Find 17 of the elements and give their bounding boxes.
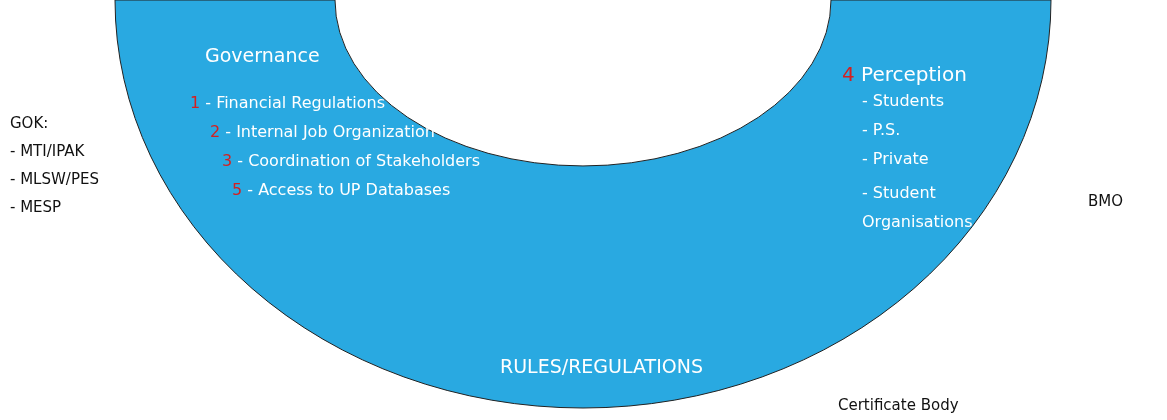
side-label: - MLSW/PES (10, 170, 99, 188)
side-label: GOK: (10, 114, 49, 132)
list-item: 2 - Internal Job Organization (210, 122, 435, 141)
side-label: BMO (1088, 192, 1124, 210)
list-item: - Student Organisations (862, 182, 974, 233)
list-item: - P.S. (862, 120, 901, 139)
heading-text: Governance (205, 44, 320, 66)
list-item: 3 - Coordination of Stakeholders (222, 151, 481, 170)
side-label: - MESP (10, 198, 62, 216)
list-item: - Students (862, 91, 945, 110)
bottom-label: RULES/REGULATIONS (500, 355, 703, 377)
list-item: 1 - Financial Regulations (190, 93, 386, 112)
list-item: - Private (862, 149, 929, 168)
side-label: - MTI/IPAK (10, 142, 85, 160)
side-label: Certificate Body (838, 396, 959, 414)
heading-text: 4 Perception (842, 62, 967, 86)
list-item: 5 - Access to UP Databases (232, 180, 451, 199)
